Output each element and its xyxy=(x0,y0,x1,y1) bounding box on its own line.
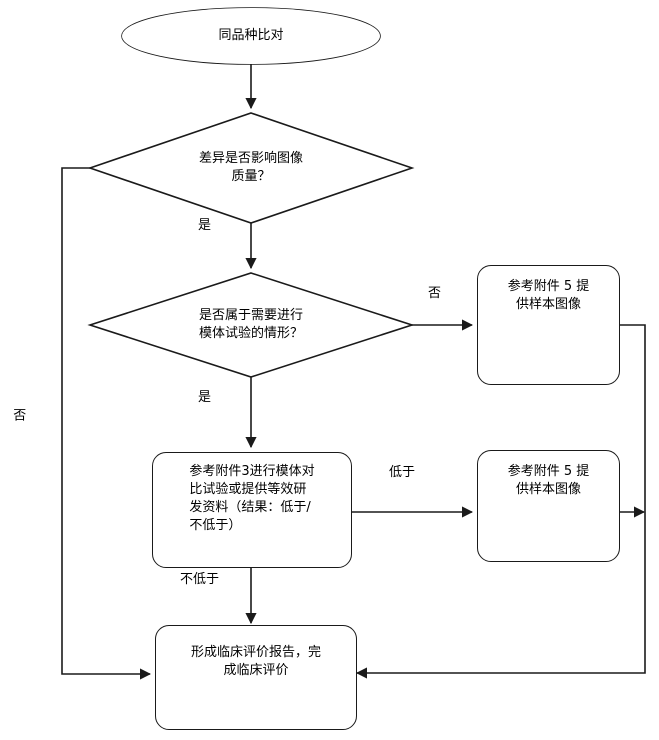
edge-label-decision1-yes: 是 xyxy=(198,218,212,233)
edge-label-phantom-not-lower: 不低于 xyxy=(180,572,220,587)
node-decision-image-quality[interactable]: 差异是否影响图像 质量？ xyxy=(90,113,412,223)
node-sample-images-mid-label: 参考附件 5 提 供样本图像 xyxy=(507,464,590,497)
node-start[interactable]: 同品种比对 xyxy=(122,8,380,64)
edge-label-phantom-lower: 低于 xyxy=(389,465,416,480)
node-sample-images-top-label: 参考附件 5 提 供样本图像 xyxy=(507,279,590,312)
node-sample-images-top[interactable]: 参考附件 5 提 供样本图像 xyxy=(477,265,620,385)
node-phantom-comparison-test[interactable]: 参考附件3进行模体对 比试验或提供等效研 发资料（结果：低于/ 不低于） xyxy=(152,452,352,568)
edge-label-decision2-no: 否 xyxy=(428,286,442,301)
node-phantom-comparison-test-label: 参考附件3进行模体对 比试验或提供等效研 发资料（结果：低于/ 不低于） xyxy=(189,464,315,533)
node-clinical-evaluation-report-label: 形成临床评价报告，完 成临床评价 xyxy=(190,645,321,678)
edge-label-decision2-yes: 是 xyxy=(198,390,212,405)
edge-sample-top-to-right-rail xyxy=(355,324,646,679)
edge-decision1-no-to-report xyxy=(61,167,152,680)
node-clinical-evaluation-report[interactable]: 形成临床评价报告，完 成临床评价 xyxy=(155,625,357,730)
node-start-label: 同品种比对 xyxy=(218,28,284,44)
node-decision-phantom-required[interactable]: 是否属于需要进行 模体试验的情形？ xyxy=(90,273,412,377)
edge-label-decision1-no: 否 xyxy=(10,408,26,421)
node-decision-image-quality-label: 差异是否影响图像 质量？ xyxy=(198,151,303,184)
node-sample-images-mid[interactable]: 参考附件 5 提 供样本图像 xyxy=(477,450,620,562)
node-decision-phantom-required-label: 是否属于需要进行 模体试验的情形？ xyxy=(198,308,303,341)
